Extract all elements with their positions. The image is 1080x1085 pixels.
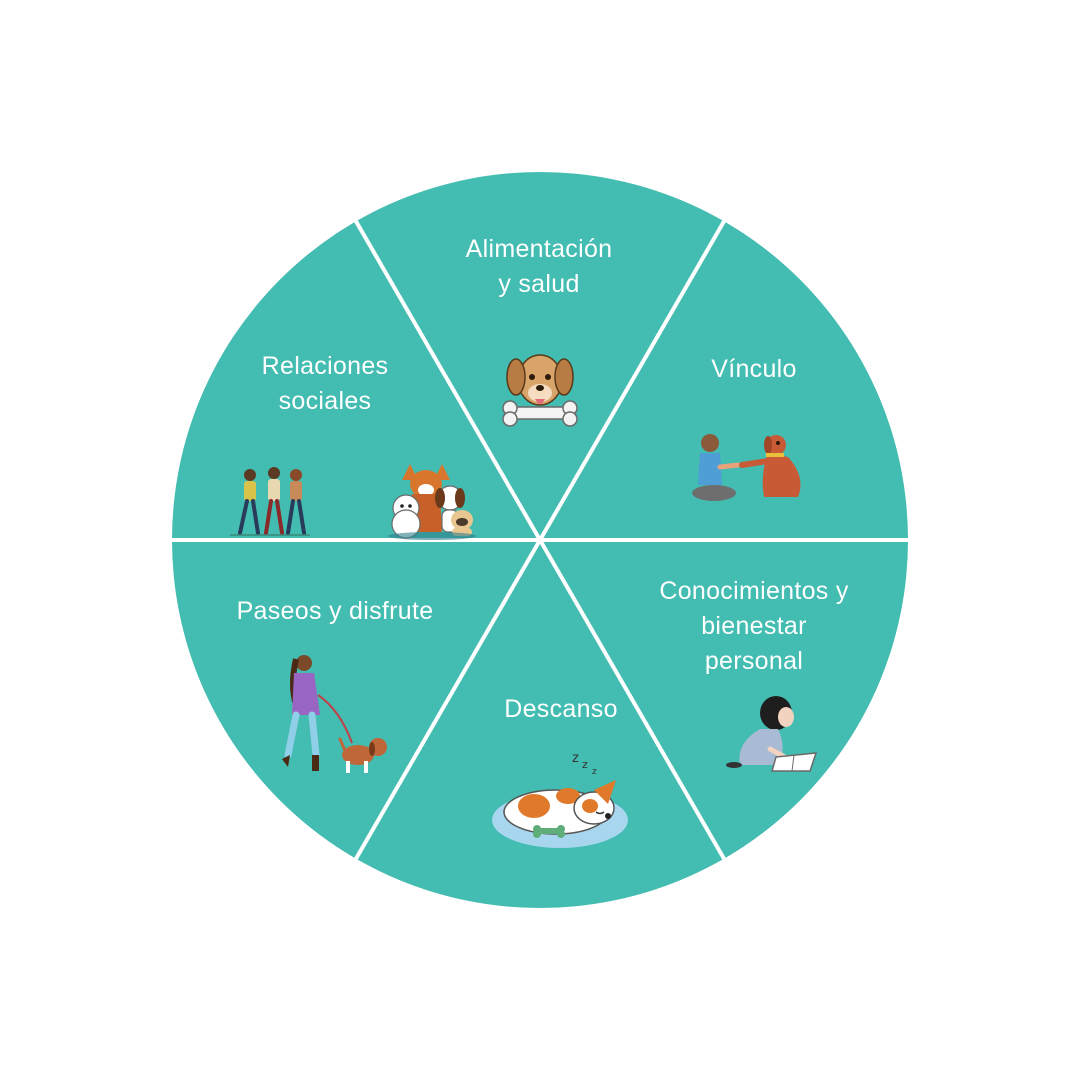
svg-text:z: z	[582, 758, 588, 771]
label-vinculo: Vínculo	[711, 352, 797, 387]
wheel-divider	[538, 220, 726, 542]
label-line: Conocimientos y	[659, 577, 849, 605]
label-descanso: Descanso	[504, 692, 618, 727]
woman-walking-dog-icon	[282, 655, 387, 773]
label-line: bienestar	[701, 612, 807, 640]
label-line: Relaciones	[261, 352, 389, 380]
wheel-divider	[354, 220, 542, 542]
label-line: personal	[704, 647, 804, 675]
label-conocimientos-y-bienestar-personal: Conocimientos y bienestar personal	[659, 574, 848, 679]
wheel-divider	[354, 538, 542, 860]
svg-text:z: z	[592, 767, 597, 777]
label-line: Alimentación	[465, 235, 613, 263]
label-line: Paseos y disfrute	[236, 597, 434, 625]
label-alimentacion-y-salud: Alimentación y salud	[466, 232, 613, 302]
label-relaciones-sociales: Relaciones sociales	[262, 349, 389, 419]
wheel-divider	[538, 538, 726, 860]
label-line: sociales	[278, 387, 372, 415]
label-paseos-y-disfrute: Paseos y disfrute	[237, 594, 434, 629]
label-line: Descanso	[504, 695, 618, 723]
label-line: y salud	[498, 270, 580, 298]
person-shaking-paw-icon	[692, 434, 801, 501]
svg-text:z: z	[572, 751, 579, 766]
sleeping-dog-icon: z z z	[492, 751, 628, 848]
dog-with-bone-icon	[502, 354, 578, 427]
wheel-dividers	[172, 220, 908, 860]
person-reading-icon	[726, 696, 818, 772]
group-of-dogs-icon	[388, 464, 476, 540]
label-line: Vínculo	[711, 355, 797, 383]
walking-people-icon	[230, 467, 310, 536]
